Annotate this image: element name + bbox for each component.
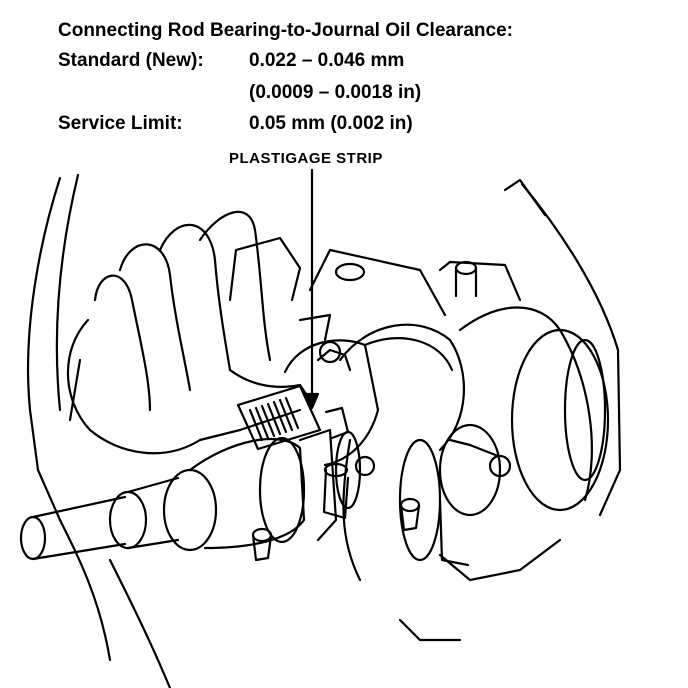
crankshaft xyxy=(19,306,610,642)
service-limit-value: 0.05 mm (0.002 in) xyxy=(249,113,413,134)
engine-block xyxy=(26,173,622,688)
service-limit-label: Service Limit: xyxy=(58,113,183,134)
standard-value-in: (0.0009 – 0.0018 in) xyxy=(249,82,422,103)
plastigage-strip-package xyxy=(236,384,350,451)
callout-leader xyxy=(304,168,320,410)
connecting-rod xyxy=(251,339,512,567)
plastigage-callout-label: PLASTIGAGE STRIP xyxy=(229,150,383,167)
spec-title: Connecting Rod Bearing-to-Journal Oil Cl… xyxy=(58,20,513,41)
standard-label: Standard (New): xyxy=(58,50,204,71)
standard-value-mm: 0.022 – 0.046 mm xyxy=(249,50,405,71)
